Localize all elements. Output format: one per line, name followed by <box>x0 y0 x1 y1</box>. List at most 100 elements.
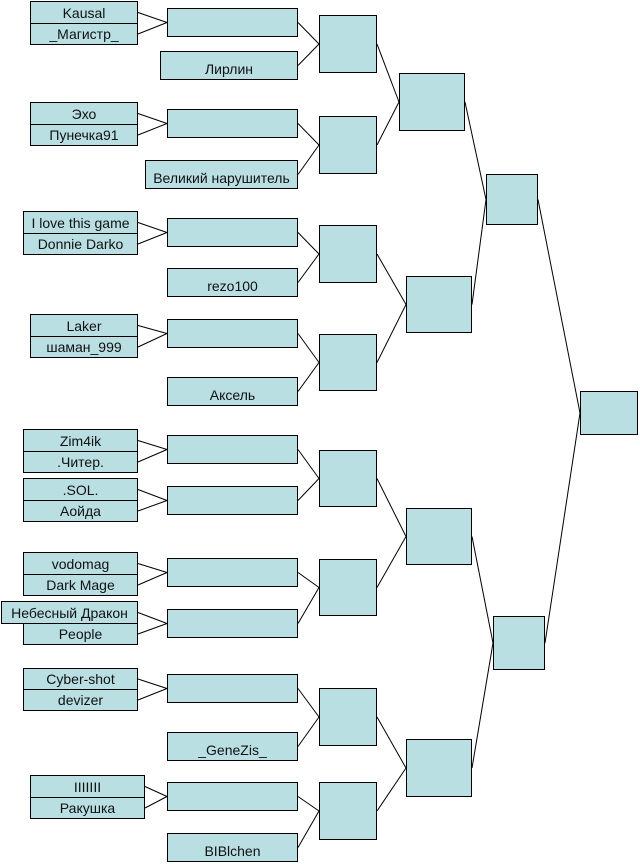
connector-line <box>376 536 407 588</box>
player-box: .SOL. <box>23 478 138 501</box>
bye-player-box: Аксель <box>167 377 298 406</box>
connector-line <box>137 12 168 23</box>
match-slot <box>319 782 377 840</box>
player-box: People <box>23 623 138 645</box>
player-box: Laker <box>30 314 138 337</box>
match-slot <box>319 334 377 391</box>
connector-line <box>297 449 320 479</box>
connector-line <box>297 688 320 718</box>
match-slot <box>167 609 298 638</box>
connector-line <box>137 22 168 35</box>
bye-player-box: _GeneZis_ <box>167 732 298 761</box>
bye-player-box: BIBlchen <box>167 833 298 862</box>
match-slot <box>319 559 377 616</box>
player-box: I love this game <box>23 211 138 234</box>
connector-line <box>297 478 320 501</box>
connector-line <box>297 43 320 66</box>
player-box: Эхо <box>30 102 138 125</box>
player-box: Zim4ik <box>23 429 138 452</box>
connector-line <box>137 688 168 701</box>
player-box: _Магистр_ <box>30 23 138 45</box>
bye-player-box: Лирлин <box>160 51 298 80</box>
connector-line <box>471 536 494 644</box>
player-box: Ракушка <box>30 797 145 819</box>
connector-line <box>297 144 320 175</box>
connector-line <box>137 612 168 624</box>
match-slot <box>167 782 298 811</box>
match-slot <box>319 15 377 73</box>
connector-line <box>297 253 320 283</box>
match-slot <box>167 674 298 703</box>
match-slot <box>319 225 377 283</box>
match-slot <box>319 450 377 507</box>
connector-line <box>376 43 400 103</box>
player-box: devizer <box>23 689 138 711</box>
player-box: IIIIIII <box>30 775 145 798</box>
connector-line <box>137 489 168 501</box>
match-slot <box>406 739 472 797</box>
connector-line <box>471 199 487 305</box>
player-box: Kausal <box>30 1 138 24</box>
final-slot <box>580 391 638 435</box>
connector-line <box>144 786 168 797</box>
match-slot <box>167 109 298 138</box>
match-slot <box>406 508 472 565</box>
player-box: Dark Mage <box>23 574 138 596</box>
connector-line <box>537 199 581 414</box>
connector-line <box>297 572 320 588</box>
connector-line <box>137 325 168 334</box>
connector-line <box>297 362 320 392</box>
connector-line <box>297 123 320 146</box>
connector-line <box>137 113 168 124</box>
player-box: Cyber-shot <box>23 668 138 690</box>
connector-line <box>137 678 168 689</box>
connector-line <box>376 253 407 305</box>
player-box: .Читер. <box>23 451 138 473</box>
connector-line <box>297 333 320 363</box>
connector-line <box>376 304 407 363</box>
match-slot <box>167 435 298 464</box>
connector-line <box>297 587 320 624</box>
player-box: Пунечка91 <box>30 124 138 146</box>
connector-line <box>144 796 168 809</box>
connector-line <box>297 716 320 747</box>
bye-player-box: Великий нарушитель <box>145 160 298 189</box>
connector-line <box>297 796 320 812</box>
connector-line <box>137 232 168 245</box>
match-slot <box>319 688 377 746</box>
bye-player-box: rezo100 <box>167 268 298 297</box>
connector-line <box>137 123 168 136</box>
player-box: vodomag <box>23 552 138 575</box>
match-slot <box>167 558 298 587</box>
match-slot <box>319 116 377 174</box>
player-box: Небесный Дракон <box>1 601 138 624</box>
connector-line <box>297 232 320 255</box>
match-slot <box>399 73 465 131</box>
connector-line <box>544 412 581 644</box>
semifinal-slot <box>486 174 538 225</box>
connector-line <box>297 810 320 848</box>
connector-line <box>137 449 168 463</box>
match-slot <box>167 319 298 348</box>
connector-line <box>137 572 168 586</box>
match-slot <box>167 486 298 515</box>
connector-line <box>376 716 407 769</box>
match-slot <box>406 276 472 333</box>
player-box: шаман_999 <box>30 336 138 358</box>
match-slot <box>167 218 298 247</box>
match-slot <box>167 8 298 37</box>
connector-line <box>137 563 168 573</box>
connector-line <box>376 767 407 812</box>
connector-line <box>137 440 168 450</box>
connector-line <box>464 101 487 200</box>
connector-line <box>137 333 168 348</box>
connector-line <box>137 222 168 233</box>
connector-line <box>376 101 400 146</box>
connector-line <box>297 22 320 45</box>
connector-line <box>137 623 168 635</box>
connector-line <box>376 478 407 537</box>
player-box: Аойда <box>23 500 138 522</box>
semifinal-slot <box>493 616 545 670</box>
connector-line <box>471 642 494 769</box>
